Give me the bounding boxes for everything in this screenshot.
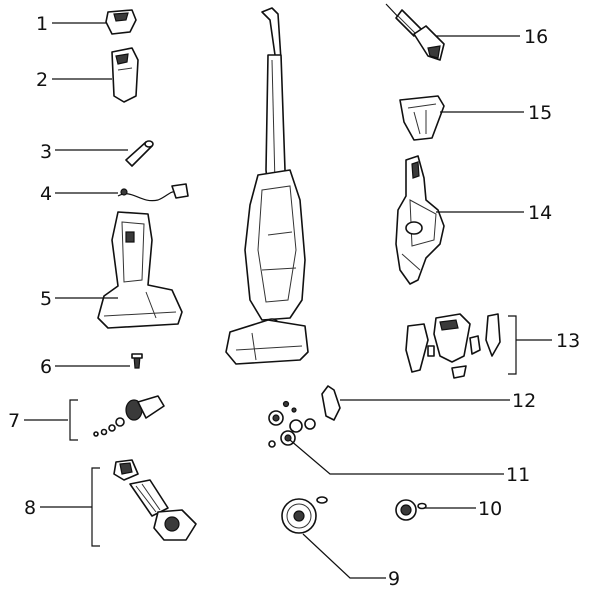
- callout-1: 1: [36, 13, 48, 35]
- part-3-crevice-tool: [125, 140, 154, 167]
- part-11-gear-set: [268, 400, 316, 448]
- part-5-floor-nozzle: [97, 211, 183, 329]
- callout-14: 14: [528, 202, 552, 224]
- callout-8: 8: [24, 497, 36, 519]
- callout-11: 11: [506, 464, 530, 486]
- callout-15: 15: [528, 102, 552, 124]
- stick-vacuum-assembly: [225, 7, 309, 365]
- part-14-handheld-unit: [395, 155, 445, 285]
- part-15-filter: [399, 95, 445, 141]
- callout-6: 6: [40, 356, 52, 378]
- part-8-brushroll-assembly: [113, 459, 197, 541]
- callout-10: 10: [478, 498, 502, 520]
- part-10-small-wheel: [395, 499, 427, 521]
- leader-lines: [24, 22, 552, 579]
- part-16-cleaning-brush: [385, 3, 445, 61]
- callout-12: 12: [512, 390, 536, 412]
- part-2-dust-cup: [111, 47, 139, 103]
- part-4-charger-cord: [117, 183, 189, 202]
- callout-3: 3: [40, 141, 52, 163]
- part-7-brushroll-kit: [93, 395, 165, 437]
- part-12-release-button: [321, 385, 341, 421]
- callout-2: 2: [36, 69, 48, 91]
- callout-4: 4: [40, 183, 52, 205]
- part-13-housing-covers: [405, 313, 501, 379]
- callout-16: 16: [524, 26, 548, 48]
- callout-7: 7: [8, 410, 20, 432]
- callout-9: 9: [388, 568, 400, 590]
- callout-5: 5: [40, 288, 52, 310]
- part-6-screw: [131, 353, 143, 369]
- part-1-dust-cup-lid: [105, 9, 137, 35]
- callout-13: 13: [556, 330, 580, 352]
- part-9-wheel: [281, 496, 328, 534]
- callout-numbers: 1 2 3 4 5 6 7 8 9 10 11 12 13 14 15 16: [8, 13, 580, 590]
